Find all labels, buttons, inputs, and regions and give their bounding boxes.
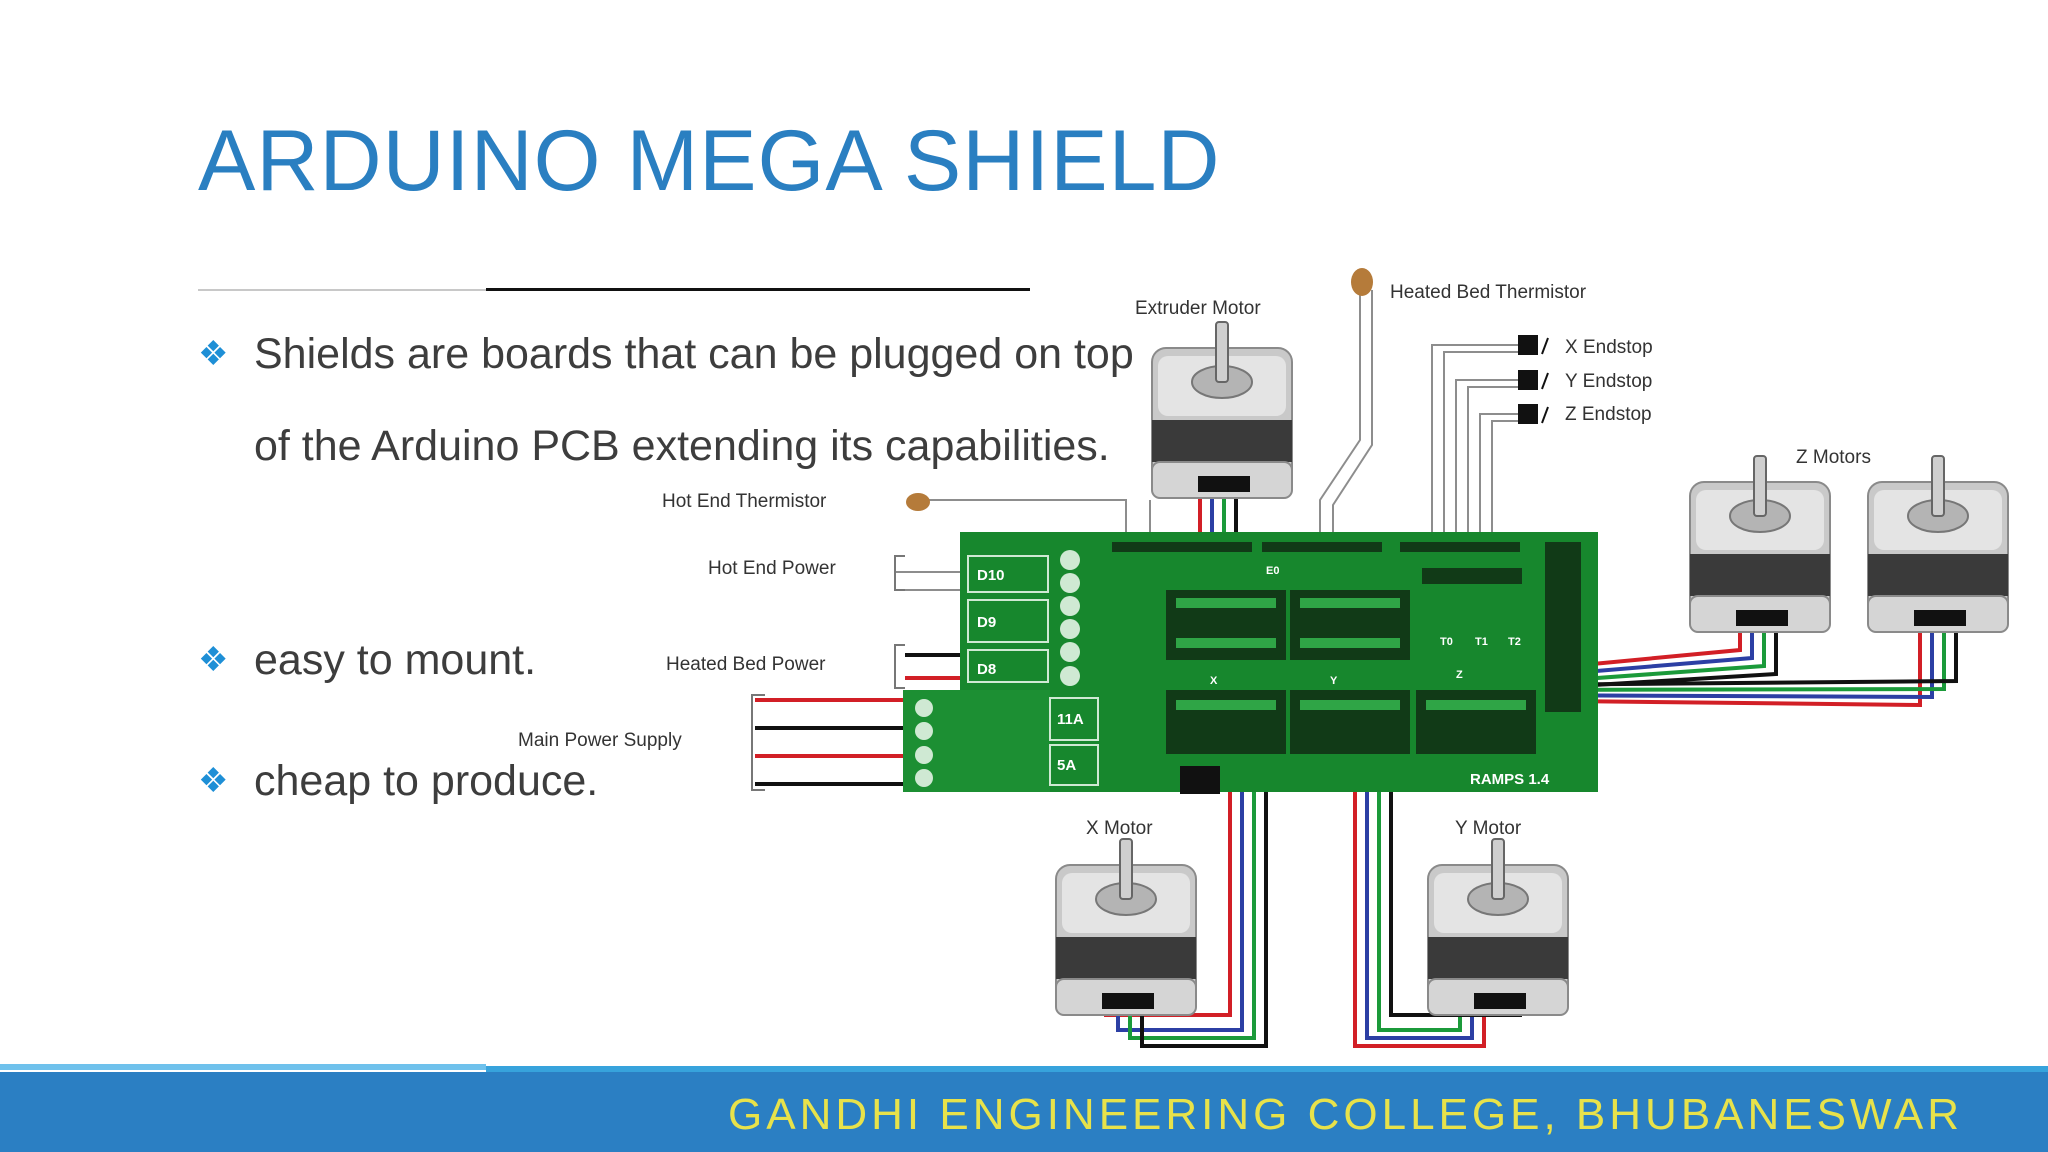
label-e0: E0 bbox=[1266, 565, 1279, 577]
heated-bed-thermistor-icon bbox=[1351, 268, 1373, 296]
diamond-bullet-icon: ❖ bbox=[198, 335, 229, 373]
label-axis-x: X bbox=[1210, 675, 1218, 687]
label-main-power-supply: Main Power Supply bbox=[518, 730, 682, 751]
label-z-endstop: Z Endstop bbox=[1565, 404, 1652, 425]
slide-title: ARDUINO MEGA SHIELD bbox=[198, 113, 1221, 209]
bullet-text: Shields are boards that can be plugged o… bbox=[254, 330, 1134, 470]
endstop-switches bbox=[1518, 335, 1538, 424]
label-t0: T0 bbox=[1440, 636, 1453, 648]
diamond-bullet-icon: ❖ bbox=[198, 762, 229, 800]
label-hot-end-thermistor: Hot End Thermistor bbox=[662, 491, 827, 512]
label-t1: T1 bbox=[1475, 636, 1488, 648]
label-heated-bed-power: Heated Bed Power bbox=[666, 654, 826, 675]
label-y-motor: Y Motor bbox=[1455, 818, 1522, 839]
label-heated-bed-thermistor: Heated Bed Thermistor bbox=[1390, 282, 1587, 303]
label-d8: D8 bbox=[977, 661, 996, 678]
label-d9: D9 bbox=[977, 614, 996, 631]
footer-college-name: GANDHI ENGINEERING COLLEGE, BHUBANESWAR bbox=[728, 1090, 1964, 1139]
bullet-text: cheap to produce. bbox=[254, 757, 599, 805]
label-fuse-11a: 11A bbox=[1057, 711, 1084, 728]
bullet-item-mount: ❖ easy to mount. bbox=[198, 636, 1134, 706]
footer-accent-light bbox=[0, 1064, 486, 1070]
z-motor-right-icon bbox=[1867, 455, 2009, 633]
bullet-item-cheap: ❖ cheap to produce. bbox=[198, 757, 1134, 827]
title-divider-dark bbox=[486, 288, 1030, 291]
label-x-endstop: X Endstop bbox=[1565, 337, 1653, 358]
footer-bar bbox=[0, 1072, 2048, 1152]
label-axis-z: Z bbox=[1456, 669, 1463, 681]
bullet-text: easy to mount. bbox=[254, 636, 537, 684]
label-axis-y: Y bbox=[1330, 675, 1338, 687]
label-x-motor: X Motor bbox=[1086, 818, 1153, 839]
label-ramps-name: RAMPS 1.4 bbox=[1470, 771, 1550, 788]
diamond-bullet-icon: ❖ bbox=[198, 641, 229, 679]
title-divider-light bbox=[198, 289, 486, 291]
bullet-item-shields: ❖ Shields are boards that can be plugged… bbox=[198, 330, 1134, 492]
x-motor-icon bbox=[1055, 838, 1197, 1016]
y-motor-icon bbox=[1427, 838, 1569, 1016]
label-hot-end-power: Hot End Power bbox=[708, 558, 836, 579]
hot-end-thermistor-icon bbox=[906, 493, 930, 511]
label-fuse-5a: 5A bbox=[1057, 757, 1076, 774]
label-y-endstop: Y Endstop bbox=[1565, 371, 1652, 392]
z-motor-left-icon bbox=[1689, 455, 1831, 633]
label-z-motors: Z Motors bbox=[1796, 447, 1871, 468]
extruder-motor-icon bbox=[1151, 321, 1293, 499]
label-d10: D10 bbox=[977, 567, 1005, 584]
label-extruder-motor: Extruder Motor bbox=[1135, 298, 1261, 319]
footer-accent bbox=[486, 1066, 2048, 1072]
label-t2: T2 bbox=[1508, 636, 1521, 648]
